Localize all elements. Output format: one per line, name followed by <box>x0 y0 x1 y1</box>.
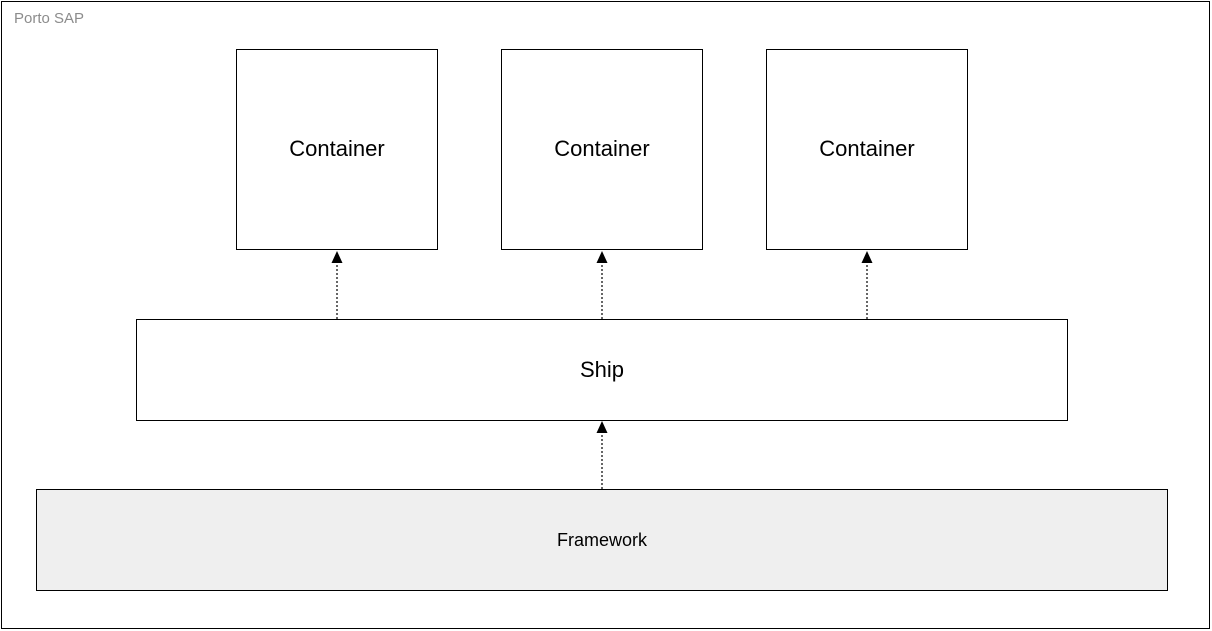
ship-label: Ship <box>579 357 625 382</box>
framework-box: Framework <box>36 489 1168 591</box>
container-label-2: Container <box>554 135 650 161</box>
container-box-2: Container <box>501 49 703 250</box>
container-box-3: Container <box>766 49 968 250</box>
container-label-1: Container <box>289 135 385 161</box>
container-label-3: Container <box>819 135 915 161</box>
frame-title: Porto SAP <box>14 10 85 27</box>
ship-box: Ship <box>136 319 1068 421</box>
framework-label: Framework <box>556 529 647 550</box>
container-box-1: Container <box>236 49 438 250</box>
